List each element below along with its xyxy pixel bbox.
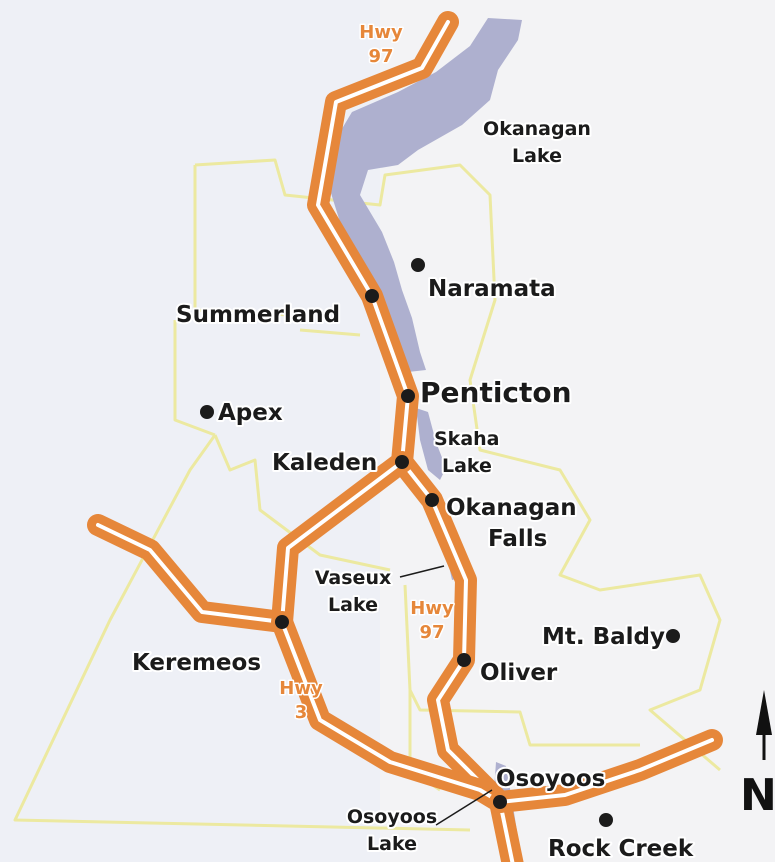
skaha-lake-label-line1: Skaha — [434, 428, 500, 450]
kaleden-marker — [395, 455, 409, 469]
kaleden-label: Kaleden — [272, 450, 377, 476]
skaha-lake-label-line2: Lake — [442, 455, 492, 477]
okanagan-falls-label-line1: Okanagan — [446, 495, 577, 521]
hwy97-top-label-line2: 97 — [368, 46, 393, 67]
keremeos-label: Keremeos — [132, 650, 261, 676]
summerland-label: Summerland — [176, 302, 340, 328]
rock-creek-marker — [599, 813, 613, 827]
apex-marker — [200, 405, 214, 419]
hwy97-mid-label-line2: 97 — [419, 622, 444, 643]
north-arrow-icon — [756, 690, 772, 760]
hwy3-label-line2: 3 — [295, 702, 308, 723]
town-markers — [200, 258, 680, 827]
highway-97 — [307, 11, 524, 862]
osoyoos-lake-label-line1: Osoyoos — [347, 806, 437, 828]
oliver-marker — [457, 653, 471, 667]
hwy97-mid-label-line1: Hwy — [410, 598, 454, 619]
okanagan-lake-label-line1: Okanagan — [483, 118, 591, 140]
mt-baldy-label: Mt. Baldy — [542, 624, 665, 650]
summerland-marker — [365, 289, 379, 303]
hwy3-label-line1: Hwy — [279, 678, 323, 699]
vaseux-lake-label-line2: Lake — [328, 594, 378, 616]
hwy97-top-label-line1: Hwy — [359, 22, 403, 43]
mt-baldy-marker — [666, 629, 680, 643]
vaseux-lake-label-line1: Vaseux — [315, 567, 391, 589]
penticton-label: Penticton — [420, 376, 572, 409]
north-label: N — [740, 770, 775, 821]
osoyoos-lake-leader-line — [435, 789, 493, 826]
naramata-marker — [411, 258, 425, 272]
rock-creek-label: Rock Creek — [548, 836, 694, 862]
okanagan-lake-label-line2: Lake — [512, 145, 562, 167]
north-arrow-head — [756, 690, 772, 735]
osoyoos-marker — [493, 795, 507, 809]
okanagan-falls-label-line2: Falls — [488, 526, 547, 552]
leader-lines — [399, 565, 493, 826]
vaseux-leader-line — [399, 565, 445, 578]
skaha-lake-water — [416, 408, 446, 480]
osoyoos-lake-label-line2: Lake — [367, 833, 417, 855]
penticton-marker — [401, 389, 415, 403]
naramata-label: Naramata — [428, 276, 556, 302]
okanagan-falls-marker — [425, 493, 439, 507]
oliver-label: Oliver — [480, 660, 558, 686]
keremeos-marker — [275, 615, 289, 629]
osoyoos-label: Osoyoos — [496, 766, 605, 792]
apex-label: Apex — [218, 400, 283, 426]
